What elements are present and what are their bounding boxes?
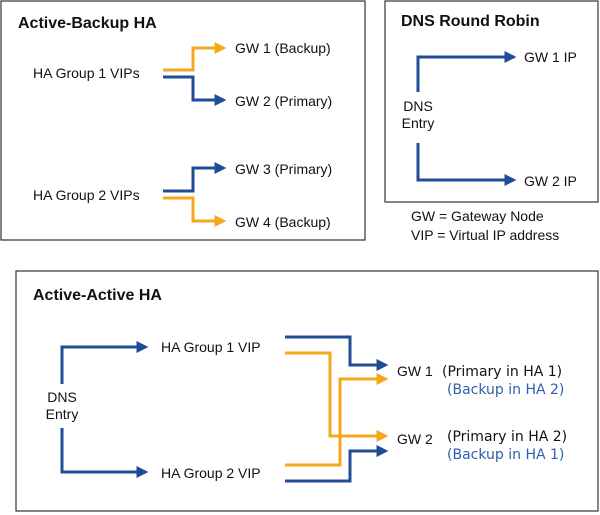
active-active-title: Active-Active HA xyxy=(33,287,162,304)
active-backup-box xyxy=(0,0,366,241)
ab-g1-to-gw2-arrow xyxy=(163,75,227,106)
legend-gw: GW = Gateway Node xyxy=(411,208,544,224)
aa-vip2-to-gw2-primary-arrow xyxy=(285,445,389,483)
ab-gw2-label: GW 2 (Primary) xyxy=(235,93,332,109)
aa-dns-entry-line1: DNS xyxy=(47,389,77,405)
ab-g2-to-gw3-arrow xyxy=(163,162,227,193)
active-backup-panel: Active-Backup HA HA Group 1 VIPs HA Grou… xyxy=(0,0,366,241)
dns-rr-entry-line2: Entry xyxy=(402,115,435,131)
aa-gw1-label: GW 1 xyxy=(397,363,433,379)
aa-vip1-to-gw1-primary-arrow xyxy=(285,335,389,371)
ab-g2-to-gw4-arrow xyxy=(163,196,227,227)
aa-gw2-label: GW 2 xyxy=(397,431,433,447)
dns-round-robin-panel: DNS Round Robin DNS Entry GW 1 IP GW 2 I… xyxy=(384,0,599,203)
ha-group2-vips-label: HA Group 2 VIPs xyxy=(33,187,140,203)
aa-dns-to-vip1-arrow xyxy=(60,341,149,384)
dns-rr-title: DNS Round Robin xyxy=(401,13,540,30)
aa-dns-to-vip2-arrow xyxy=(60,428,149,478)
dns-rr-gw2-label: GW 2 IP xyxy=(524,173,577,189)
dns-rr-box xyxy=(384,0,599,203)
active-active-box xyxy=(15,270,599,512)
dns-rr-gw1-label: GW 1 IP xyxy=(524,49,577,65)
ab-gw1-label: GW 1 (Backup) xyxy=(235,40,331,56)
ab-gw4-label: GW 4 (Backup) xyxy=(235,214,331,230)
aa-gw1-backup-note: (Backup in HA 2) xyxy=(447,382,564,398)
aa-vip1-label: HA Group 1 VIP xyxy=(161,339,261,355)
aa-gw2-primary-note: (Primary in HA 2) xyxy=(447,429,567,445)
aa-gw2-backup-note: (Backup in HA 1) xyxy=(447,447,564,463)
aa-vip2-label: HA Group 2 VIP xyxy=(161,465,261,481)
dns-rr-entry-line1: DNS xyxy=(403,98,433,114)
aa-vip2-to-gw1-backup-arrow xyxy=(285,373,389,467)
aa-vip1-to-gw2-backup-arrow xyxy=(285,351,389,442)
aa-gw1-primary-note: (Primary in HA 1) xyxy=(442,364,562,380)
legend: GW = Gateway Node VIP = Virtual IP addre… xyxy=(411,208,559,243)
active-active-panel: Active-Active HA DNS Entry HA Group 1 VI… xyxy=(15,270,599,512)
ab-gw3-label: GW 3 (Primary) xyxy=(235,161,332,177)
dns-rr-to-gw2-arrow xyxy=(416,143,517,186)
active-backup-title: Active-Backup HA xyxy=(18,15,157,32)
ab-g1-to-gw1-arrow xyxy=(163,42,227,72)
dns-rr-to-gw1-arrow xyxy=(416,51,517,92)
ha-group1-vips-label: HA Group 1 VIPs xyxy=(33,65,140,81)
aa-dns-entry-line2: Entry xyxy=(46,406,79,422)
legend-vip: VIP = Virtual IP address xyxy=(411,227,559,243)
